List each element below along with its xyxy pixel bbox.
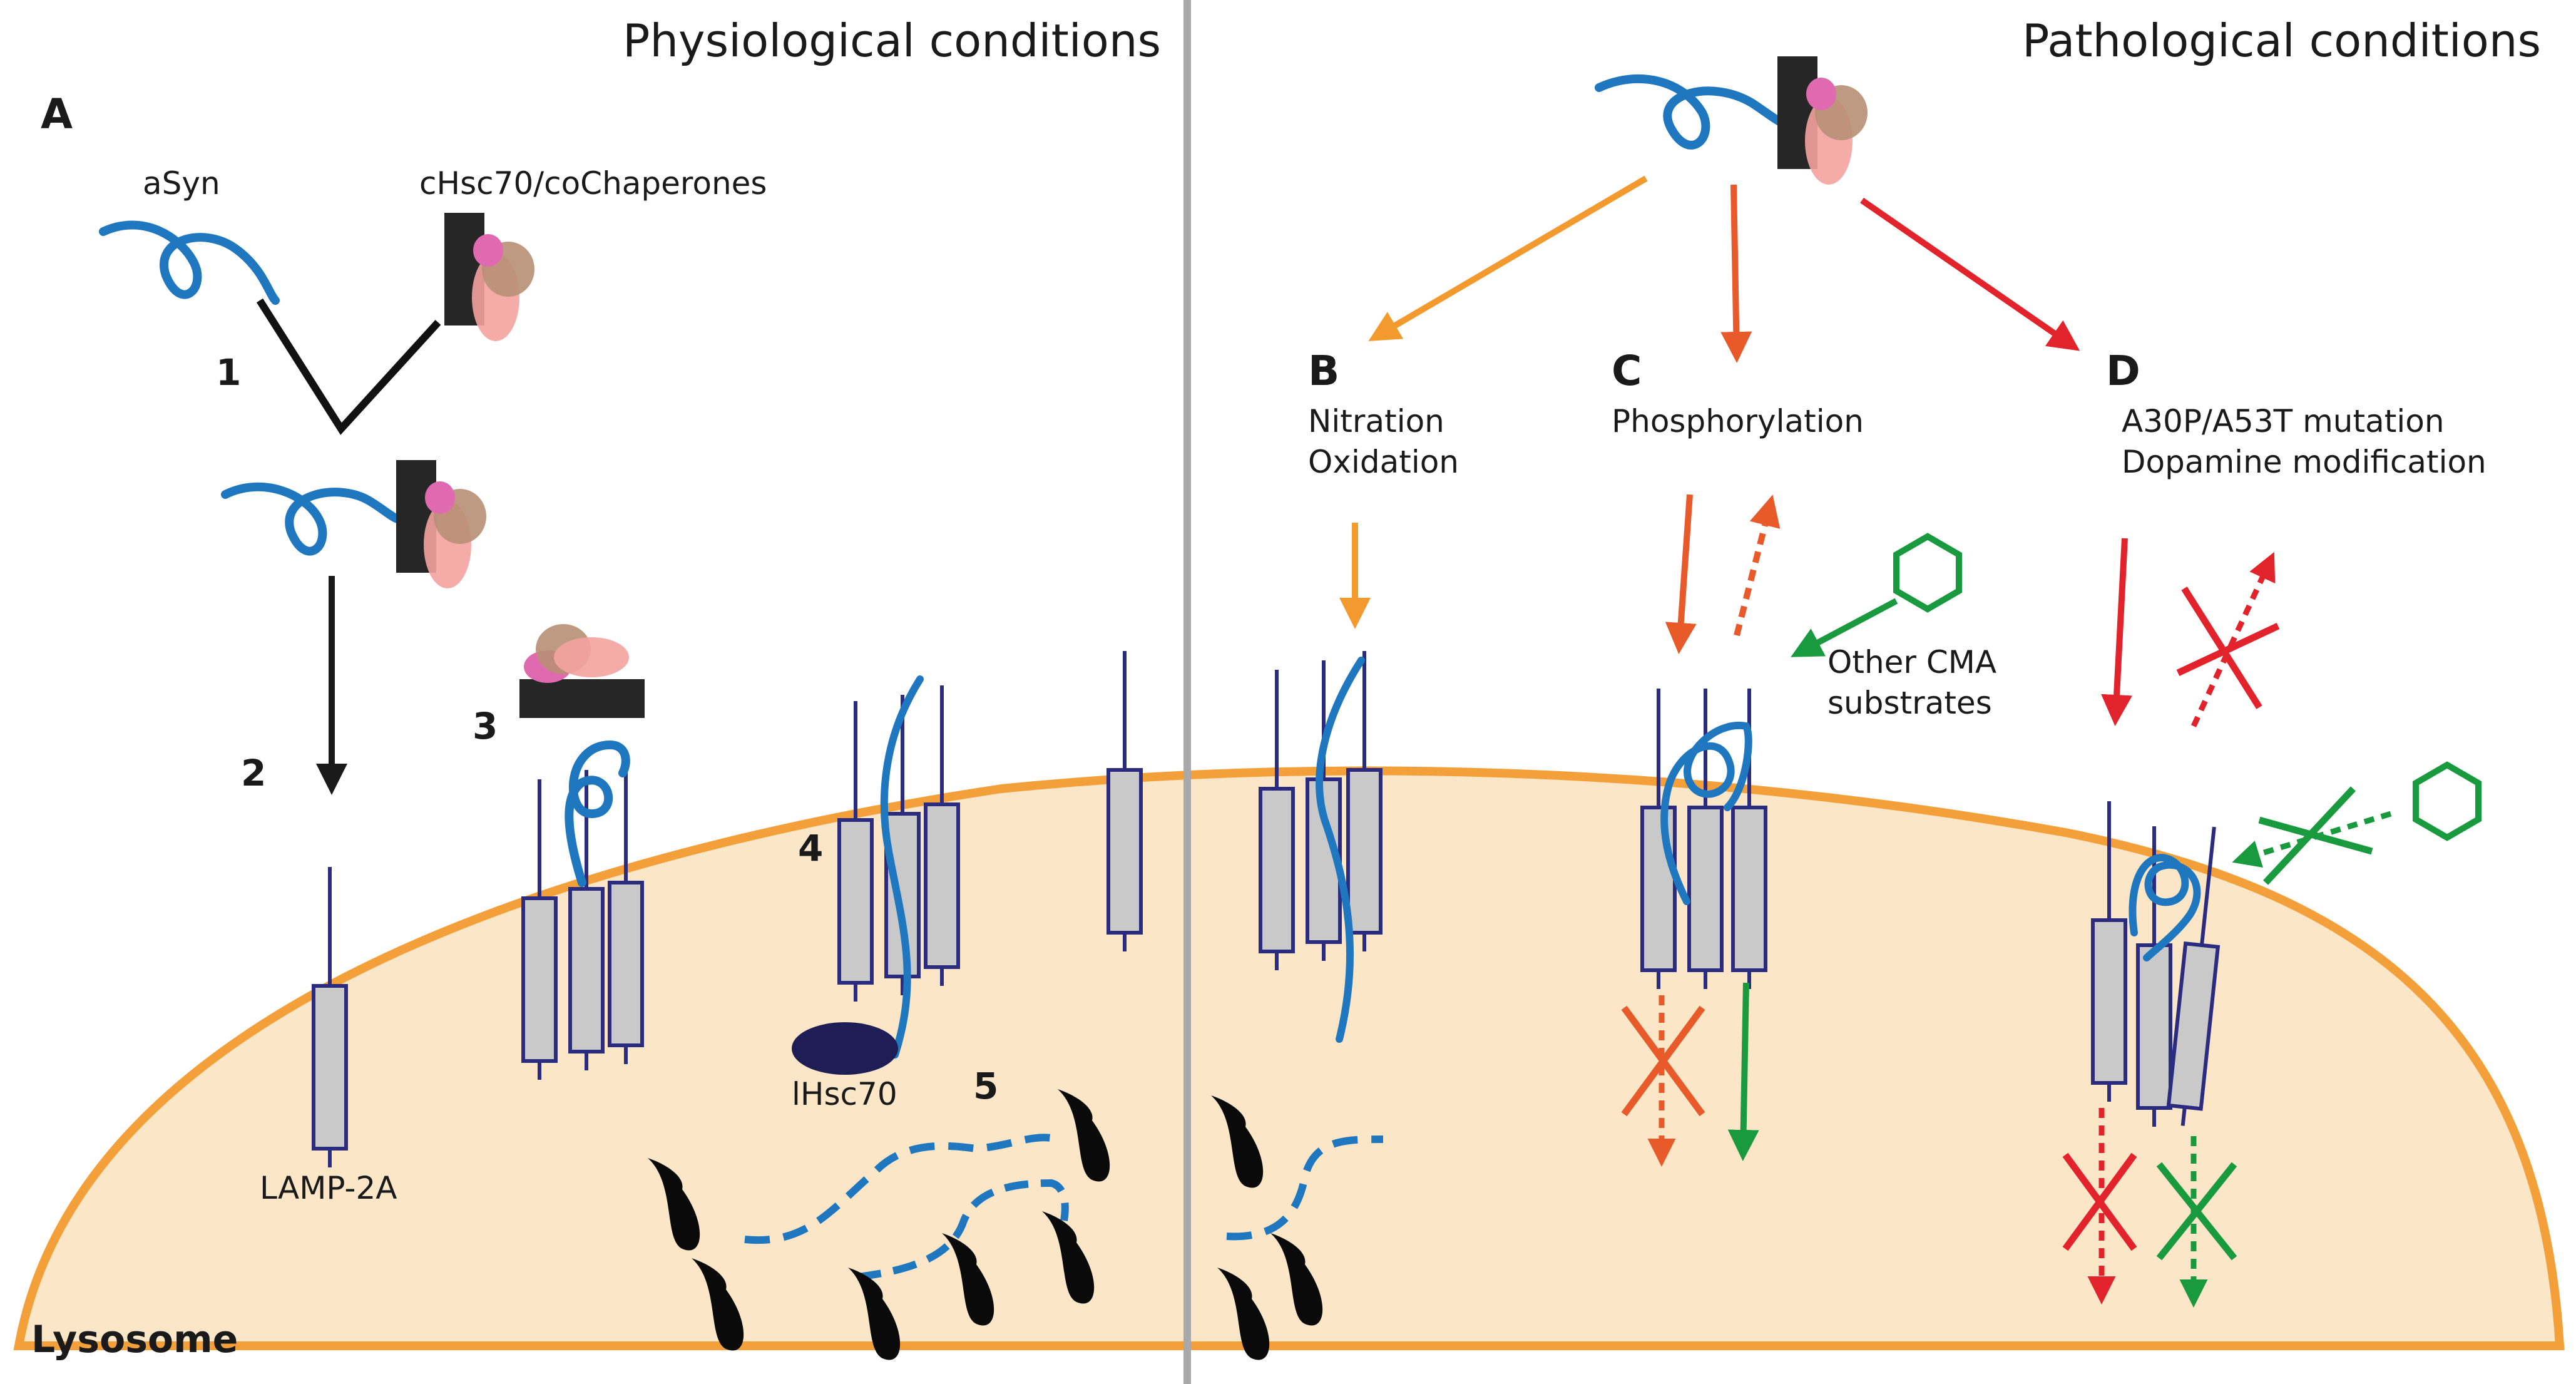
asyn-top bbox=[1595, 74, 1785, 150]
pathological-title: Pathological conditions bbox=[2022, 14, 2541, 67]
other-cma-label-1: Other CMA bbox=[1827, 644, 1996, 680]
physiological-title: Physiological conditions bbox=[623, 14, 1161, 67]
chaperone-top bbox=[1777, 56, 1868, 185]
condition-b-1: Nitration bbox=[1308, 403, 1444, 439]
asyn-bound bbox=[221, 482, 405, 556]
block-x-d-2 bbox=[2176, 623, 2280, 676]
arrow-other-cma bbox=[1791, 598, 1898, 657]
lamp2a-3c bbox=[610, 764, 642, 1064]
condition-b-2: Oxidation bbox=[1308, 444, 1459, 480]
step-2-label: 2 bbox=[241, 752, 266, 794]
panel-d-label: D bbox=[2106, 347, 2140, 395]
asyn-translocating bbox=[880, 675, 924, 1059]
block-x-d-6 bbox=[2062, 1152, 2137, 1251]
arrow-c-green-down bbox=[1727, 982, 1759, 1161]
arrow-d-down bbox=[2101, 538, 2133, 726]
arrow-c-up-dotted bbox=[1734, 495, 1781, 637]
step-4-label: 4 bbox=[798, 827, 823, 869]
block-x-d-4 bbox=[2262, 786, 2356, 885]
binding-lines bbox=[256, 298, 441, 435]
lysosome-label: Lysosome bbox=[31, 1318, 238, 1361]
degraded-asyn-b bbox=[1226, 1135, 1384, 1241]
lysosome-membrane bbox=[13, 766, 2565, 1350]
lamp2a-b3 bbox=[1348, 651, 1381, 951]
block-x-d-1 bbox=[2181, 587, 2262, 709]
step-3-label: 3 bbox=[473, 705, 498, 747]
lamp2a-c1 bbox=[1642, 689, 1675, 989]
panel-a-label: A bbox=[41, 90, 73, 138]
lamp2a-4c bbox=[926, 685, 958, 986]
condition-d-2: Dopamine modification bbox=[2122, 444, 2487, 480]
block-x-d-8 bbox=[2156, 1162, 2237, 1261]
lamp2a-b1 bbox=[1260, 670, 1293, 970]
block-x-c-2 bbox=[1621, 1005, 1705, 1117]
panel-c-label: C bbox=[1612, 347, 1642, 395]
arrow-d-green-dotted bbox=[2232, 811, 2392, 868]
arrow-d-up-dotted bbox=[2190, 551, 2276, 727]
condition-c-1: Phosphorylation bbox=[1612, 403, 1864, 439]
step-5-label: 5 bbox=[973, 1065, 998, 1107]
lamp2a-4a bbox=[839, 701, 872, 1002]
degraded-asyn-fragments-2 bbox=[857, 1179, 1069, 1281]
chaperone-complex bbox=[444, 213, 534, 341]
arrow-c-down bbox=[1665, 494, 1697, 654]
asyn-b-translocating bbox=[1316, 657, 1365, 1043]
lamp2a-monomer bbox=[314, 867, 346, 1167]
condition-d-1: A30P/A53T mutation bbox=[2122, 403, 2445, 439]
panel-b-label: B bbox=[1308, 347, 1339, 395]
other-cma-substrate-hex-d bbox=[2416, 765, 2478, 838]
chaperone-docked bbox=[519, 624, 645, 718]
other-cma-substrate-hex bbox=[1896, 536, 1959, 609]
lhsc70-label: lHsc70 bbox=[792, 1076, 897, 1112]
other-cma-label-2: substrates bbox=[1827, 685, 1992, 721]
lamp2a-single-right bbox=[1108, 651, 1141, 951]
lhsc70-shape bbox=[792, 1022, 898, 1075]
asyn-d-stuck bbox=[2129, 853, 2201, 961]
arrow-to-b bbox=[1368, 175, 1648, 342]
asyn-label: aSyn bbox=[143, 165, 220, 202]
arrow-to-c bbox=[1720, 184, 1752, 363]
asyn-protein bbox=[99, 220, 280, 305]
block-x-d-3 bbox=[2258, 816, 2373, 855]
arrow-to-d bbox=[1860, 197, 2080, 351]
lamp2a-label: LAMP-2A bbox=[260, 1170, 397, 1206]
lamp2a-3a bbox=[523, 779, 556, 1080]
asyn-docked bbox=[565, 740, 630, 887]
chsc70-label: cHsc70/coChaperones bbox=[419, 165, 767, 202]
chaperone-complex-bound bbox=[396, 460, 486, 588]
asyn-c-stuck bbox=[1660, 721, 1752, 905]
step-1-label: 1 bbox=[216, 351, 241, 394]
